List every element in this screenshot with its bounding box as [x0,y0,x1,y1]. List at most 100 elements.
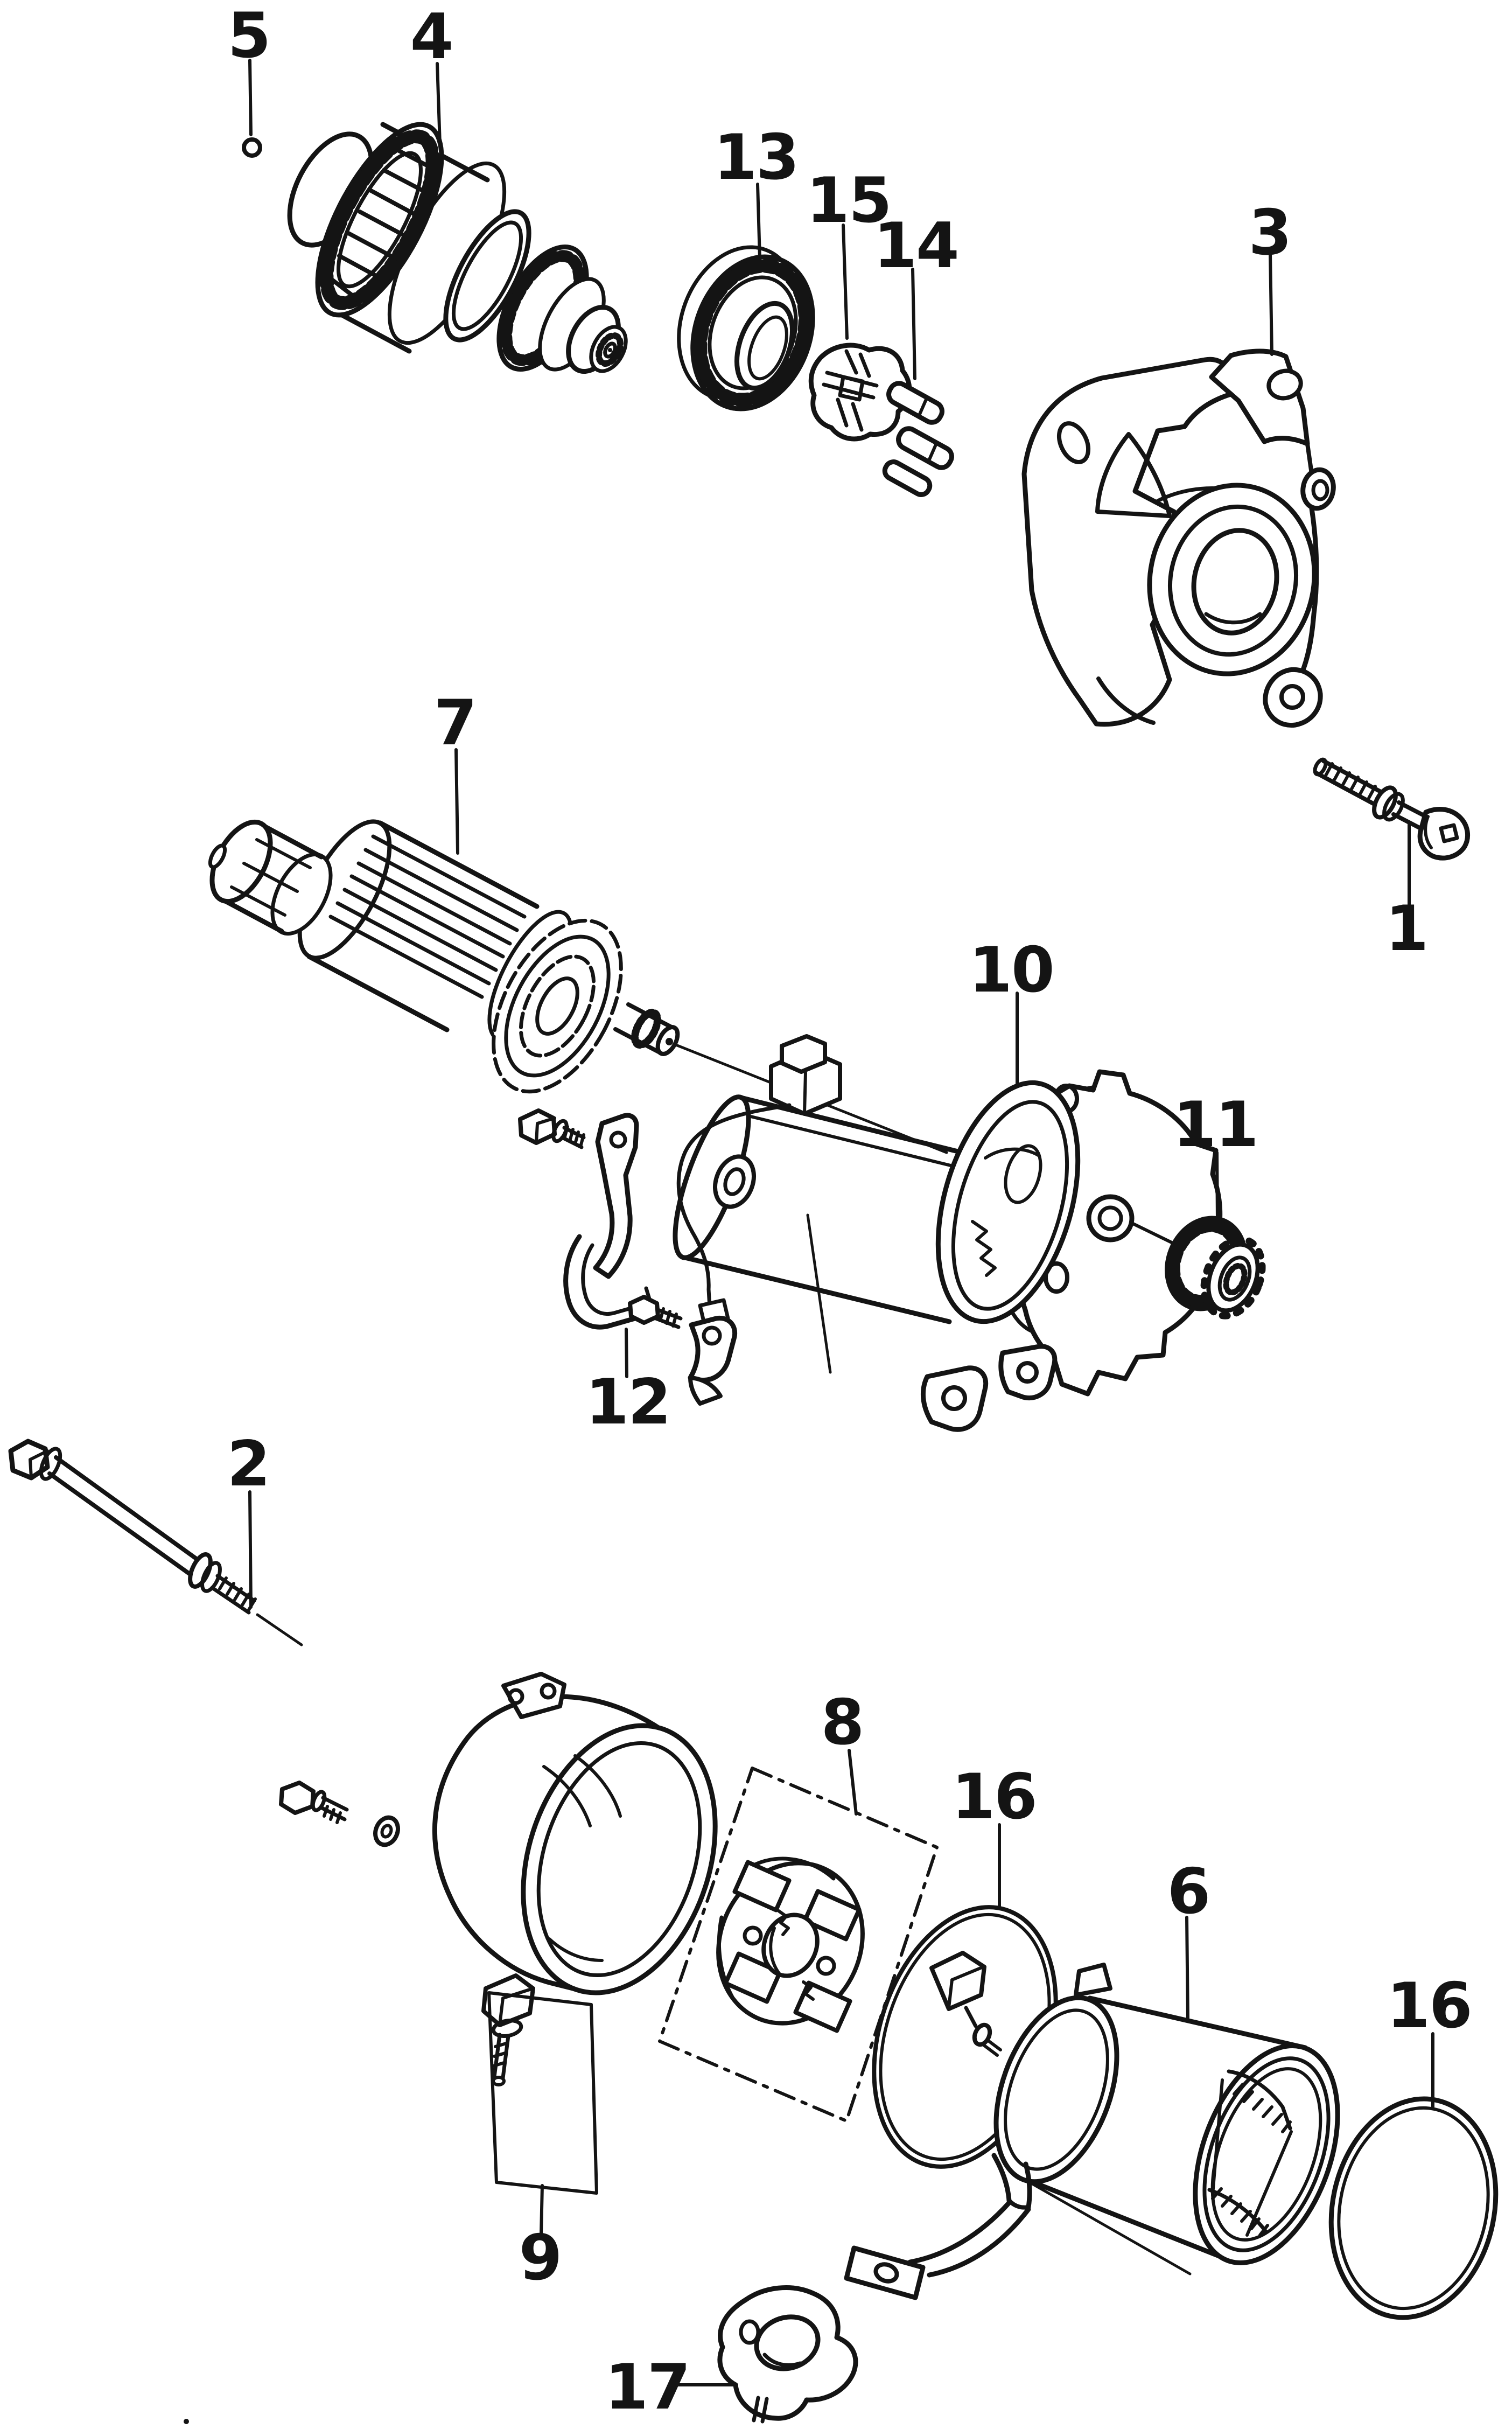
roller [886,381,944,425]
part-number-label: 3 [1249,197,1291,269]
mount-ear [920,1365,989,1432]
gear-tooth-band [693,259,813,407]
core-slot-lines [328,834,527,999]
callout-12: 12 [585,1328,671,1439]
screw-threads [323,1805,342,1824]
part-number-label: 12 [585,1366,670,1439]
part-number-label: 17 [605,2351,689,2424]
roller-seam [918,395,929,416]
roller-seam [928,441,939,461]
terminal-facet [947,1965,985,2009]
callout-11: 11 [1173,1088,1259,1222]
head-arc [1424,815,1433,849]
ball [242,137,262,158]
leader-line [911,268,916,380]
cap-boss [713,1154,756,1209]
mount-ear-hole [1016,1361,1039,1384]
slot-line [858,352,871,378]
brush-spring [802,1980,815,2001]
head-facet [29,1449,49,1479]
callout-6: 6 [1167,1855,1210,2021]
callout-2: 2 [227,1428,270,1609]
commutator-top [258,822,324,860]
holder-screw [743,1925,763,1946]
leader-line [436,62,442,146]
brush-box [723,1951,782,2004]
strap-tab [844,2245,926,2300]
thread-edge [210,1586,251,1615]
hub-spline-band [596,332,624,367]
phantom-box [658,1767,939,2123]
slot-line [822,382,876,400]
part-number-label: 5 [228,0,270,72]
core-bottom-edge [306,954,450,1032]
part-number-label: 7 [434,687,477,759]
drum-tooth-band [319,129,440,310]
winding-arc [535,976,579,1036]
part-number-label: 2 [227,1428,270,1500]
axis-line [256,1613,303,1646]
lead-wire [676,1103,792,1310]
leader-line [848,1749,858,1816]
hub-center-dot [608,348,612,352]
leader-line [1185,1916,1189,2021]
collar-pin [760,2397,769,2424]
holder-screw [816,1956,836,1976]
arm-edge [1305,442,1314,476]
part-16b-o-ring [1328,2096,1499,2320]
screw-head [279,1781,316,1815]
part-12-lever-set [518,1108,738,1406]
mid-collar-2 [200,1561,222,1593]
bolt-washer-2 [1382,792,1405,822]
plate-center-hole-inner [1097,1205,1123,1231]
washer [373,1815,400,1847]
terminal-edge [803,1071,807,1114]
head-collar [39,1447,62,1481]
plate-arc [717,1915,734,1999]
slot-line [851,402,864,432]
terminal-box [929,1951,986,2011]
part-15-retainer [808,343,912,442]
boss-bore [1191,528,1279,636]
callout-15: 15 [806,164,892,340]
collar-ring-inner [451,220,523,331]
tab-hole [540,1683,557,1700]
page-artifact-dot [184,2419,189,2424]
part-number-label: 1 [1385,892,1428,965]
mount-ear-hole [941,1385,967,1411]
shaft-top [54,1455,201,1563]
part-number-label: 15 [806,164,891,237]
screw-collar [311,1790,327,1812]
clamp [688,1315,738,1383]
strap-prong [1023,2161,1032,2210]
terminal-bolt-shank [983,2044,999,2057]
gear-bore-inner [747,315,788,381]
tooth-tips [1200,1236,1266,1320]
callout-7: 7 [434,687,477,855]
part-6-yoke [844,1963,1340,2300]
part-13-idle-gear [677,245,815,411]
yoke-top-tab [1074,1963,1112,1997]
boss-mid-ring [1167,504,1299,657]
commutator-bottom [219,896,284,934]
opening-arc [769,1927,782,1977]
yoke-front-rim [993,1995,1119,2184]
callout-4: 4 [410,1,453,146]
lower-ear [1263,667,1323,728]
plunger [1004,1144,1042,1204]
drum-ribs [329,148,436,303]
core-top-edge [377,820,540,909]
terminal-threads [492,2042,508,2068]
bolt-threads [1324,762,1377,800]
terminal-head [481,1973,535,2027]
pole-chord [1245,2130,1293,2237]
callout-10: 10 [969,934,1055,1087]
collar-pin [752,2396,760,2423]
part-17-mount-collar [717,2285,858,2424]
yoke-rear-rim-3 [1210,2067,1322,2242]
strap-prong [991,2153,1012,2203]
part-4-overrunning-clutch [287,122,628,374]
flange-slot-hole [1056,421,1091,464]
lever-hole [609,1130,627,1149]
